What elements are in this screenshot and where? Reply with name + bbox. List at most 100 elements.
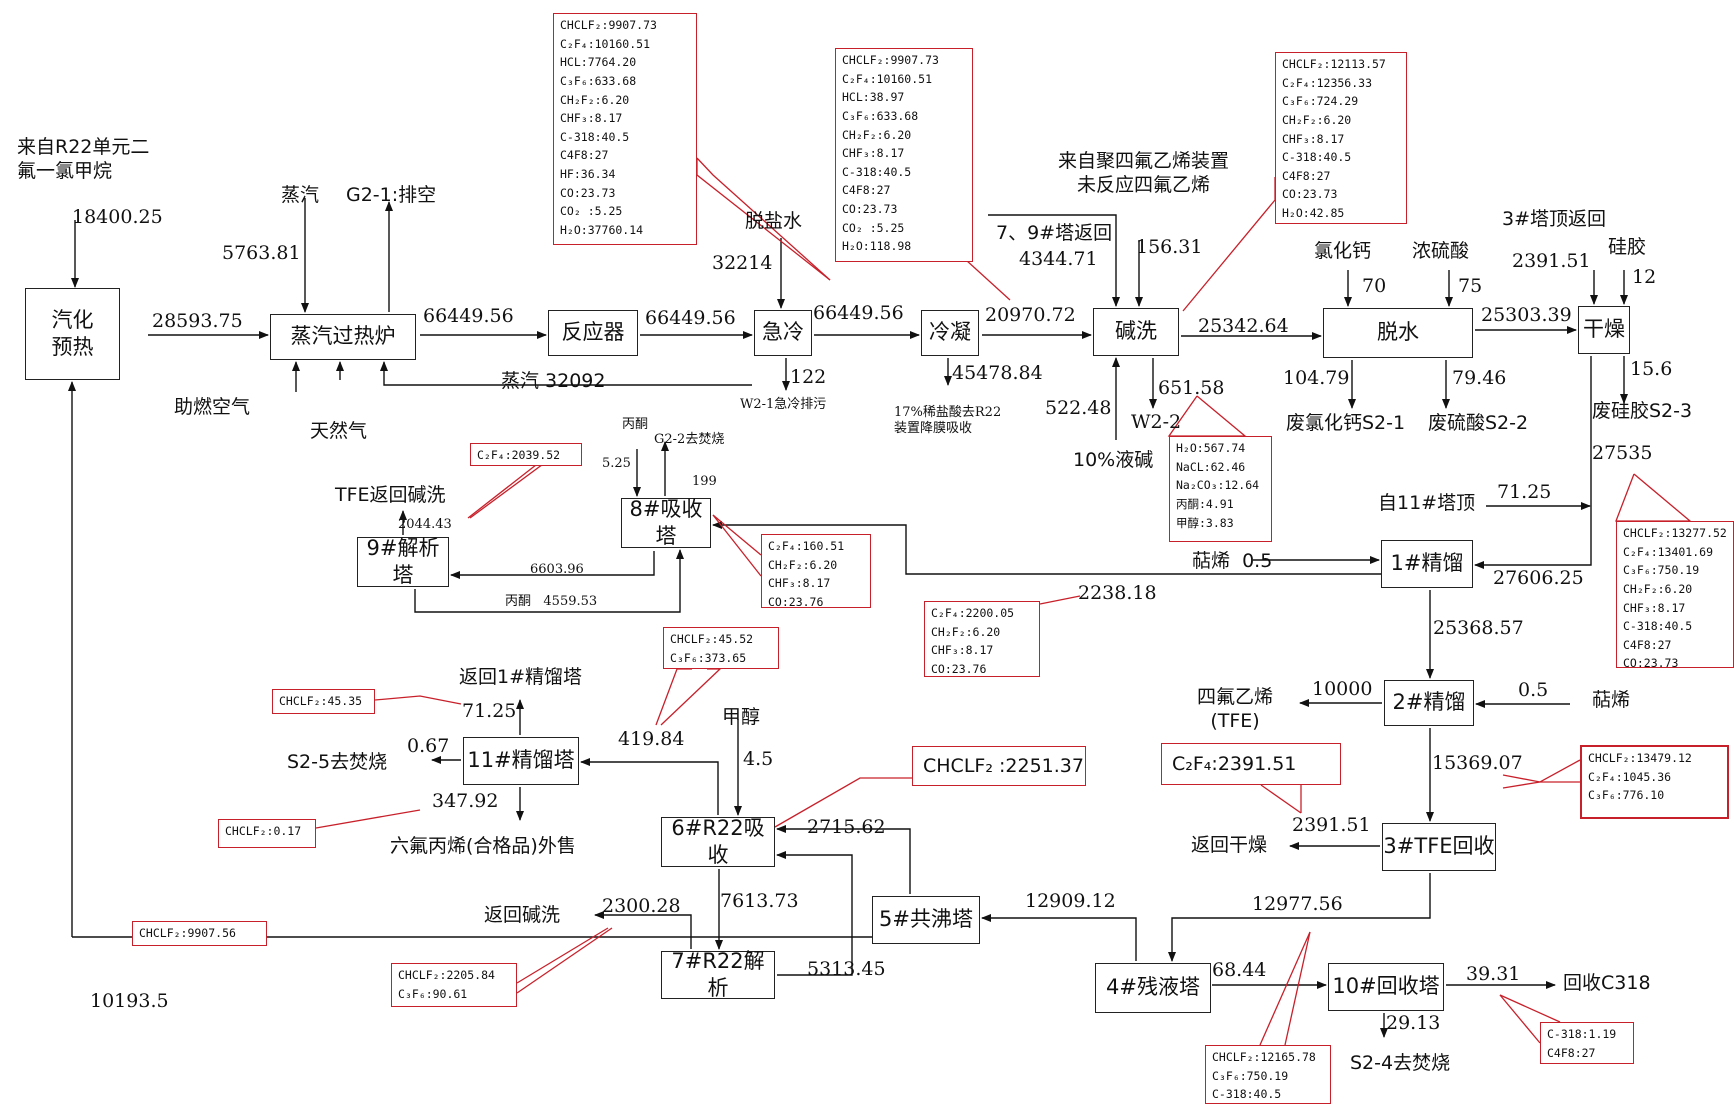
label-w2-1: W2-1急冷排污 bbox=[740, 397, 827, 412]
label-flow-29: 29.13 bbox=[1386, 1012, 1441, 1034]
note-wash-composition: CHCLF₂:12113.57 C₂F₄:12356.33 C₃F₆:724.2… bbox=[1275, 52, 1407, 224]
label-waste-h2so4: 废硫酸S2-2 bbox=[1428, 412, 1529, 434]
unit-steam-superheater: 蒸汽过热炉 bbox=[270, 314, 416, 360]
label-flow-28593: 28593.75 bbox=[152, 310, 243, 332]
label-flow-20970: 20970.72 bbox=[985, 304, 1076, 326]
label-flow-25303: 25303.39 bbox=[1481, 304, 1572, 326]
note-tfe-2391: C₂F₄:2391.51 bbox=[1161, 743, 1341, 785]
unit-tower-8: 8#吸收塔 bbox=[621, 497, 711, 548]
callout-pointer bbox=[374, 695, 462, 705]
unit-column-2: 2#精馏 bbox=[1384, 680, 1474, 726]
label-flow-71-b: 71.25 bbox=[462, 700, 517, 722]
label-waste-cacl2: 废氯化钙S2-1 bbox=[1286, 412, 1406, 434]
label-sulfuric-acid-value: 75 bbox=[1458, 275, 1483, 297]
label-flow-347: 347.92 bbox=[432, 790, 499, 812]
unit-tower-3: 3#TFE回收 bbox=[1382, 823, 1496, 871]
callout-pointer bbox=[712, 514, 762, 556]
label-return-column-1: 返回1#精馏塔 bbox=[459, 666, 583, 688]
flow-connector bbox=[414, 549, 684, 613]
unit-tower-6: 6#R22吸收 bbox=[661, 816, 775, 867]
label-acetone-1: 丙酮 bbox=[622, 417, 649, 432]
note-2205-composition: CHCLF₂:2205.84 C₃F₆:90.61 bbox=[391, 963, 517, 1007]
label-flow-25368: 25368.57 bbox=[1433, 617, 1524, 639]
label-silica-gel-value: 12 bbox=[1632, 266, 1657, 288]
label-flow-156: 156.31 bbox=[1136, 236, 1203, 258]
callout-pointer bbox=[712, 514, 762, 577]
label-flow-651: 651.58 bbox=[1158, 377, 1225, 399]
note-c2f4-2039: C₂F₄:2039.52 bbox=[470, 443, 582, 466]
label-w2-2: W2-2 bbox=[1131, 411, 1182, 433]
callout-pointer bbox=[516, 927, 609, 984]
label-return-value: 4344.71 bbox=[1019, 248, 1098, 270]
label-flow-66449-a: 66449.56 bbox=[423, 305, 514, 327]
label-feed-value: 18400.25 bbox=[72, 206, 163, 228]
unit-vaporize-preheat: 汽化 预热 bbox=[25, 288, 120, 380]
note-condense-composition: CHCLF₂:9907.73 C₂F₄:10160.51 HCL:38.97 C… bbox=[835, 48, 973, 262]
label-s2-4: S2-4去焚烧 bbox=[1350, 1052, 1451, 1074]
label-flow-66449-b: 66449.56 bbox=[645, 307, 736, 329]
label-natural-gas: 天然气 bbox=[310, 420, 368, 442]
callout-pointer bbox=[774, 777, 912, 828]
label-flow-45478: 45478.84 bbox=[952, 362, 1043, 384]
note-9907: CHCLF₂:9907.56 bbox=[132, 921, 267, 946]
label-tower3-return: 3#塔顶返回 bbox=[1502, 208, 1607, 230]
label-tower-7-9-return: 7、9#塔返回 bbox=[996, 222, 1113, 244]
label-flow-0-67: 0.67 bbox=[407, 735, 450, 757]
callout-pointer bbox=[1499, 994, 1561, 1023]
label-desalted-water: 脱盐水 bbox=[745, 210, 803, 232]
flow-connector bbox=[988, 214, 1120, 307]
flow-connector bbox=[712, 521, 1381, 575]
unit-tower-4: 4#残液塔 bbox=[1095, 963, 1211, 1013]
label-flow-199: 199 bbox=[692, 474, 717, 489]
note-419-composition: CHCLF₂:45.52 C₃F₆:373.65 bbox=[663, 627, 779, 669]
label-flow-39: 39.31 bbox=[1466, 963, 1521, 985]
unit-tower-10: 10#回收塔 bbox=[1328, 963, 1444, 1011]
note-45-35: CHCLF₂:45.35 bbox=[272, 689, 375, 714]
flow-connector bbox=[981, 914, 1137, 961]
label-g2-1-vent: G2-1:排空 bbox=[346, 184, 437, 206]
label-terpene-1: 萜烯 0.5 bbox=[1192, 550, 1273, 572]
label-acetone-2: 丙酮 4559.53 bbox=[505, 594, 598, 609]
flow-connector bbox=[450, 551, 655, 579]
callout-pointer bbox=[1499, 994, 1541, 1044]
flow-connector bbox=[594, 911, 692, 949]
unit-tower-11: 11#精馏塔 bbox=[463, 737, 579, 785]
flow-connector bbox=[1168, 873, 1431, 962]
label-flow-104: 104.79 bbox=[1283, 367, 1350, 389]
callout-pointer bbox=[1259, 931, 1311, 1046]
label-flow-25342: 25342.64 bbox=[1198, 315, 1289, 337]
label-flow-4-5: 4.5 bbox=[743, 748, 774, 770]
label-g2-2: G2-2去焚烧 bbox=[654, 432, 725, 447]
label-flow-419: 419.84 bbox=[618, 728, 685, 750]
flow-connector bbox=[776, 825, 911, 894]
note-w2-2-composition: H₂O:567.74 NaCL:62.46 Na₂CO₃:12.64 丙酮:4.… bbox=[1169, 436, 1272, 542]
note-12165-composition: CHCLF₂:12165.78 C₃F₆:750.19 C-318:40.5 bbox=[1205, 1045, 1331, 1104]
note-0-17: CHCLF₂:0.17 bbox=[218, 819, 316, 848]
label-caustic-soda: 10%液碱 bbox=[1073, 449, 1154, 471]
unit-caustic-wash: 碱洗 bbox=[1093, 308, 1179, 356]
unit-quench: 急冷 bbox=[754, 310, 812, 356]
label-flow-79: 79.46 bbox=[1452, 367, 1507, 389]
note-2251: CHCLF₂ :2251.37 bbox=[912, 746, 1086, 786]
note-c318-composition: C-318:1.19 C4F8:27 bbox=[1540, 1022, 1634, 1064]
label-flow-27606: 27606.25 bbox=[1493, 567, 1584, 589]
unit-tower-7: 7#R22解析 bbox=[661, 949, 775, 1000]
note-2238-composition: C₂F₄:2200.05 CH₂F₂:6.20 CHF₃:8.17 CO:23.… bbox=[924, 601, 1040, 677]
unit-dewater: 脱水 bbox=[1323, 308, 1473, 358]
callout-pointer bbox=[660, 668, 722, 726]
callout-pointer bbox=[1039, 595, 1081, 605]
label-calcium-chloride: 氯化钙 bbox=[1314, 240, 1372, 262]
callout-pointer bbox=[1615, 473, 1692, 522]
unit-tower-5: 5#共沸塔 bbox=[872, 896, 980, 944]
callout-pointer bbox=[655, 668, 692, 726]
label-flow-68: 68.44 bbox=[1212, 959, 1267, 981]
label-flow-15-6: 15.6 bbox=[1630, 358, 1673, 380]
label-from-tower-11: 自11#塔顶 bbox=[1378, 492, 1476, 514]
label-flow-12977: 12977.56 bbox=[1252, 893, 1343, 915]
label-flow-5313: 5313.45 bbox=[807, 958, 886, 980]
unit-column-1: 1#精馏 bbox=[1381, 540, 1473, 588]
label-feed-source: 来自R22单元二 氟一氯甲烷 bbox=[17, 136, 150, 182]
unit-tower-9: 9#解析塔 bbox=[357, 536, 449, 587]
label-tfe-return-wash: TFE返回碱洗 bbox=[335, 484, 446, 506]
label-tfe-source: 来自聚四氟乙烯装置 未反应四氟乙烯 bbox=[1058, 150, 1230, 196]
